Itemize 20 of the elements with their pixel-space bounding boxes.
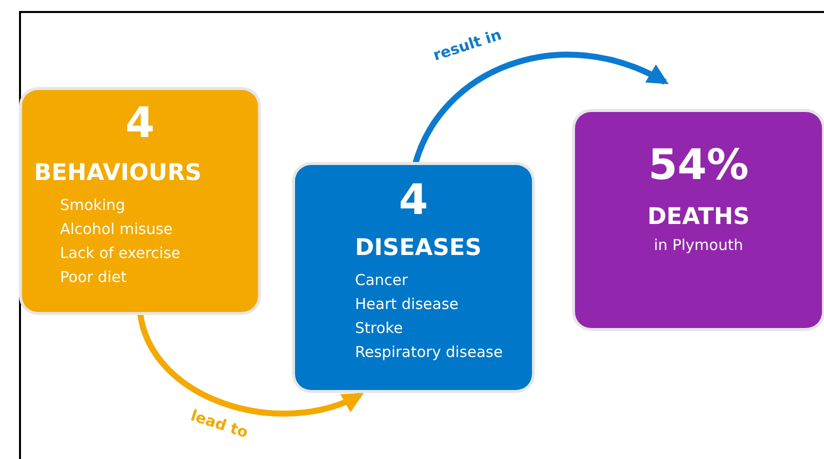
- list-item: Respiratory disease: [355, 343, 503, 361]
- stat-number: 54%: [647, 140, 750, 189]
- edge-label: lead to: [188, 406, 250, 442]
- stat-number: 4: [398, 175, 430, 224]
- stat-card: [575, 112, 822, 328]
- stat-subtitle: in Plymouth: [652, 236, 744, 254]
- list-item: Heart disease: [355, 295, 458, 313]
- list-item: Lack of exercise: [60, 244, 180, 262]
- stat-heading: DEATHS: [646, 204, 751, 230]
- edge-label: result in: [430, 26, 504, 64]
- stat-card: [22, 90, 258, 312]
- list-item: Smoking: [60, 196, 126, 214]
- stat-heading: DISEASES: [355, 235, 482, 261]
- list-item: Stroke: [355, 319, 403, 337]
- stat-heading: BEHAVIOURS: [34, 160, 202, 186]
- list-item: Alcohol misuse: [60, 220, 173, 238]
- stat-number: 4: [124, 98, 156, 147]
- list-item: Cancer: [355, 271, 408, 289]
- stat-card: [295, 165, 532, 390]
- list-item: Poor diet: [60, 268, 127, 286]
